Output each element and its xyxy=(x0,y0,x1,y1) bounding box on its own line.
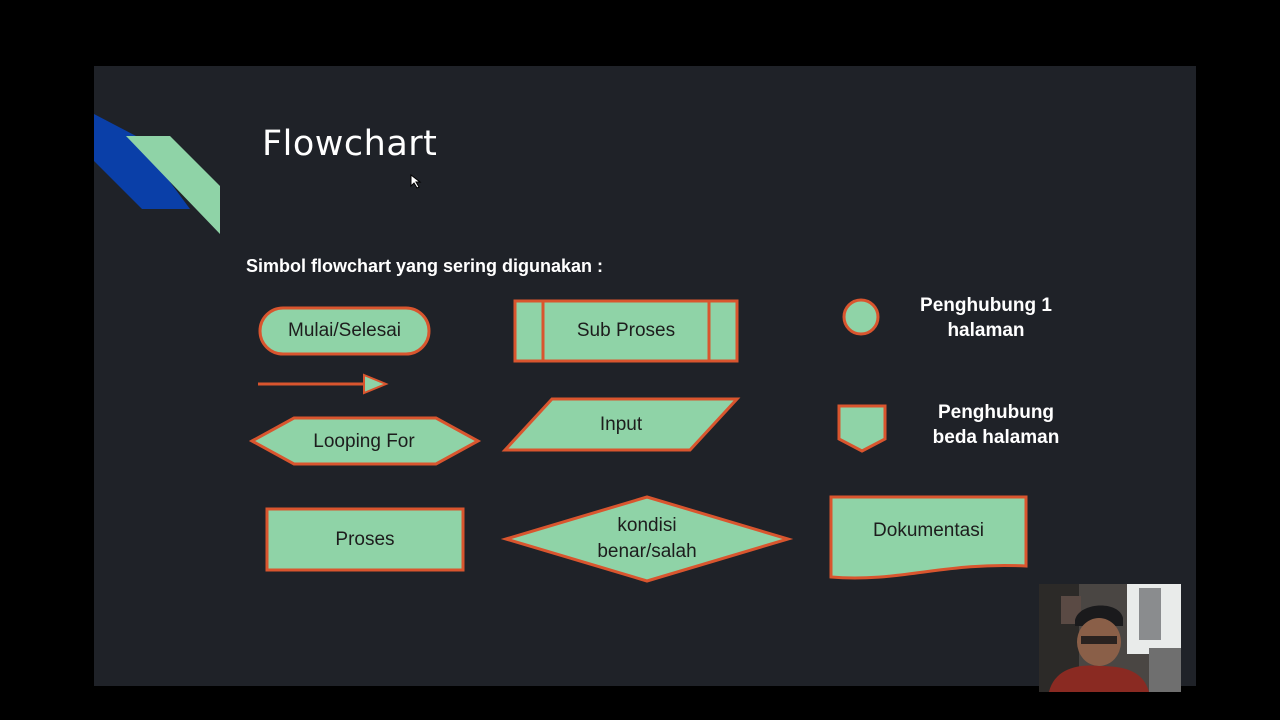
flow-arrow-head-icon xyxy=(363,373,389,395)
process-label: Proses xyxy=(335,529,395,550)
decoration-green-stripe xyxy=(126,136,220,234)
slide-title: Flowchart xyxy=(262,124,438,164)
process-shape xyxy=(265,507,465,572)
subprocess-label: Sub Proses xyxy=(576,320,676,341)
on-page-connector-label-line1: Penghubung 1 xyxy=(920,295,1052,316)
off-page-connector-shape xyxy=(837,404,887,453)
document-shape xyxy=(829,495,1028,580)
presenter-video-icon xyxy=(1039,584,1181,692)
off-page-connector-label-line2: beda halaman xyxy=(932,427,1060,448)
decision-shape xyxy=(500,495,794,583)
input-shape xyxy=(501,397,741,452)
subprocess-shape xyxy=(513,299,739,363)
preparation-label: Looping For xyxy=(313,431,415,452)
slide-subtitle: Simbol flowchart yang sering digunakan : xyxy=(246,256,604,276)
flowchart-symbols xyxy=(248,298,1028,583)
on-page-connector-label-line2: halaman xyxy=(947,320,1025,341)
on-page-connector-shape xyxy=(842,298,880,336)
corner-decoration xyxy=(94,114,220,234)
webcam-overlay xyxy=(1039,584,1181,692)
off-page-connector-label-line1: Penghubung xyxy=(937,402,1055,423)
document-label: Dokumentasi xyxy=(873,520,984,541)
decision-label-line2: benar/salah xyxy=(597,541,697,562)
decision-label-line1: kondisi xyxy=(617,515,677,536)
terminator-shape xyxy=(258,306,431,356)
preparation-shape xyxy=(248,416,482,466)
decoration-blue-stripe xyxy=(94,114,190,209)
presentation-slide: Flowchart Simbol flowchart yang sering d… xyxy=(94,66,1196,686)
input-label: Input xyxy=(599,414,643,435)
terminator-label: Mulai/Selesai xyxy=(288,320,401,341)
mouse-pointer-icon xyxy=(410,174,422,189)
